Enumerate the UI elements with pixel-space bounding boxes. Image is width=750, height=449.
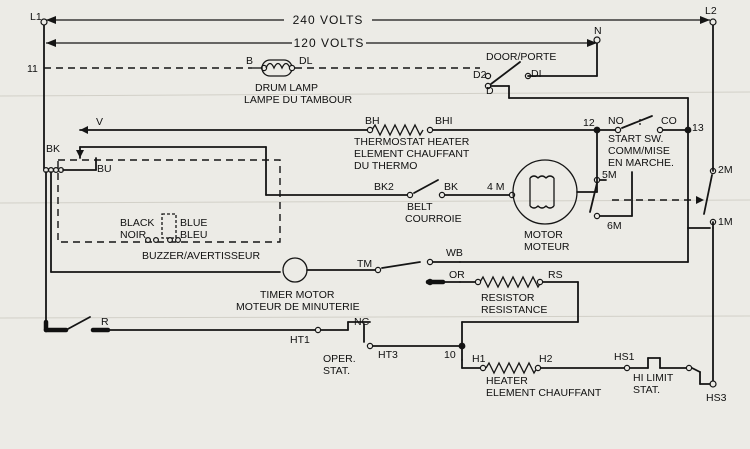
motor-label-fr: MOTEUR bbox=[524, 241, 570, 253]
terminal-l2: L2 bbox=[705, 5, 717, 17]
terminal-r: R bbox=[101, 316, 109, 328]
terminal-bh1: BHI bbox=[435, 115, 453, 127]
thermostat-label-2: ELEMENT CHAUFFANT bbox=[354, 148, 470, 160]
door-switch bbox=[484, 36, 689, 129]
drum-lamp-label: DRUM LAMP bbox=[255, 82, 318, 94]
oper-stat-label: OPER. bbox=[323, 353, 356, 365]
start-switch-label: START SW. bbox=[608, 133, 663, 145]
terminal-tm: TM bbox=[357, 258, 372, 270]
drum-lamp-circuit bbox=[44, 59, 492, 80]
blue-label: BLUE bbox=[180, 217, 207, 229]
r-line bbox=[43, 316, 466, 350]
timer-motor-label: TIMER MOTOR bbox=[260, 289, 335, 301]
l1-bus bbox=[40, 18, 48, 171]
belt-label: BELT bbox=[407, 201, 433, 213]
terminal-co: CO bbox=[661, 115, 677, 127]
hi-limit-label: HI LIMIT bbox=[633, 372, 674, 384]
buzzer-block bbox=[145, 213, 182, 244]
black-label: BLACK bbox=[120, 217, 154, 229]
terminal-bk2: BK2 bbox=[374, 181, 394, 193]
terminal-10: 10 bbox=[444, 349, 456, 361]
motor bbox=[512, 129, 711, 229]
bk-harness-connector bbox=[42, 157, 97, 321]
timer-motor-label-fr: MOTEUR DE MINUTERIE bbox=[236, 301, 360, 313]
terminal-hs1: HS1 bbox=[614, 351, 635, 363]
blue-label-fr: BLEU bbox=[180, 229, 207, 241]
thermostat-label: THERMOSTAT HEATER bbox=[354, 136, 470, 148]
black-label-fr: NOIR bbox=[120, 229, 147, 241]
terminal-rs: RS bbox=[548, 269, 563, 281]
door-label: DOOR/PORTE bbox=[486, 51, 556, 63]
start-switch-label-3: EN MARCHE. bbox=[608, 157, 674, 169]
heater-label-fr: ELEMENT CHAUFFANT bbox=[486, 387, 602, 399]
terminal-12: 12 bbox=[583, 117, 595, 129]
terminal-nc: NC bbox=[354, 316, 370, 328]
terminal-d2: D2 bbox=[473, 69, 487, 81]
terminal-bu: BU bbox=[97, 163, 112, 175]
terminal-h1: H1 bbox=[472, 353, 486, 365]
drum-lamp-label-fr: LAMPE DU TAMBOUR bbox=[244, 94, 353, 106]
terminal-b: B bbox=[246, 55, 253, 67]
terminal-bk: BK bbox=[46, 143, 60, 155]
start-switch-label-2: COMM/MISE bbox=[608, 145, 670, 157]
resistor-label-fr: RESISTANCE bbox=[481, 304, 547, 316]
terminal-5m: 5M bbox=[602, 169, 617, 181]
terminal-hs3: HS3 bbox=[706, 392, 727, 404]
terminal-v: V bbox=[96, 116, 103, 128]
voltage-120-label: 120 VOLTS bbox=[294, 36, 365, 50]
terminal-6m: 6M bbox=[607, 220, 622, 232]
bu-line bbox=[76, 146, 516, 199]
heater-label: HEATER bbox=[486, 375, 528, 387]
terminal-bh: BH bbox=[365, 115, 380, 127]
terminal-1m: 1M bbox=[718, 216, 733, 228]
terminal-d: D bbox=[486, 85, 494, 97]
terminal-ht3: HT3 bbox=[378, 349, 398, 361]
thermostat-label-3: DU THERMO bbox=[354, 160, 417, 172]
heater-element-line bbox=[461, 357, 711, 385]
terminal-no: NO bbox=[608, 115, 624, 127]
terminal-2m: 2M bbox=[718, 164, 733, 176]
voltage-240-label: 240 VOLTS bbox=[293, 13, 364, 27]
hi-limit-label-2: STAT. bbox=[633, 384, 660, 396]
terminal-l1: L1 bbox=[30, 11, 42, 23]
terminal-13: 13 bbox=[692, 122, 704, 134]
terminal-11: 11 bbox=[27, 63, 38, 75]
terminal-di: DI bbox=[531, 68, 542, 80]
timer-motor-line bbox=[50, 227, 689, 361]
l2-bus bbox=[709, 18, 717, 388]
motor-label: MOTOR bbox=[524, 229, 563, 241]
terminal-or: OR bbox=[449, 269, 465, 281]
motor-centrifugal-switch bbox=[703, 167, 717, 229]
terminal-4m: 4 M bbox=[487, 181, 505, 193]
terminal-ht1: HT1 bbox=[290, 334, 310, 346]
buzzer-dashed-box bbox=[57, 159, 281, 243]
terminal-dl: DL bbox=[299, 55, 313, 67]
voltage-120-line bbox=[46, 39, 597, 47]
voltage-240-line bbox=[46, 16, 710, 24]
terminal-bk-switch: BK bbox=[444, 181, 458, 193]
oper-stat-label-2: STAT. bbox=[323, 365, 350, 377]
terminal-wb: WB bbox=[446, 247, 463, 259]
belt-label-fr: COURROIE bbox=[405, 213, 462, 225]
thermostat-heater-line bbox=[79, 115, 692, 137]
resistor-label: RESISTOR bbox=[481, 292, 535, 304]
terminal-h2: H2 bbox=[539, 353, 553, 365]
buzzer-label: BUZZER/AVERTISSEUR bbox=[142, 250, 260, 262]
terminal-n: N bbox=[594, 25, 602, 37]
